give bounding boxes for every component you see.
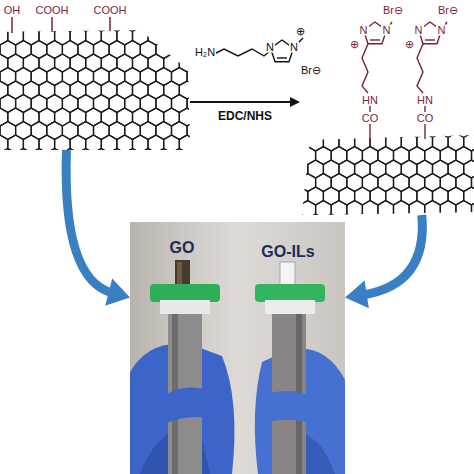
- atom-label: N: [265, 42, 275, 53]
- reagent-label: EDC/NHS: [217, 110, 273, 122]
- atom-label: HN: [416, 95, 434, 106]
- atom-label: COOH: [93, 5, 128, 16]
- atom-label: Br⊖: [437, 5, 459, 16]
- photo-label: GO-ILs: [260, 244, 315, 260]
- atom-label: CO: [361, 113, 380, 124]
- graphene-sheet: [0, 27, 218, 167]
- atom-label: ⊕: [349, 39, 360, 50]
- atom-label: N: [414, 25, 424, 36]
- atom-label: CO: [416, 113, 435, 124]
- reaction-arrow: [190, 97, 300, 107]
- atom-label: ⊕: [295, 26, 306, 37]
- curved-arrow: [66, 150, 130, 306]
- photo: [130, 222, 345, 474]
- photo-label: GO: [169, 240, 196, 256]
- reagent-structure: [212, 38, 303, 62]
- atom-label: H₂N: [194, 47, 216, 58]
- atom-label: N: [359, 25, 369, 36]
- atom-label: N: [381, 25, 391, 36]
- graphene-sheet: [277, 133, 474, 232]
- atom-label: Br⊖: [300, 65, 322, 76]
- atom-label: Br⊖: [382, 5, 404, 16]
- atom-label: N: [436, 25, 446, 36]
- bond: [12, 17, 110, 33]
- go-il-structure: Br⊖ Br⊖ ⊕ N N ⊕ N N HN CO HN CO: [300, 0, 474, 215]
- curved-arrow: [345, 215, 422, 308]
- photo-panel: GO GO-ILs: [130, 222, 345, 474]
- go-structure: OH COOH COOH: [0, 0, 190, 150]
- atom-label: ⊕: [404, 39, 415, 50]
- atom-label: N: [289, 42, 299, 53]
- atom-label: OH: [3, 5, 22, 16]
- atom-label: COOH: [35, 5, 70, 16]
- atom-label: HN: [361, 95, 379, 106]
